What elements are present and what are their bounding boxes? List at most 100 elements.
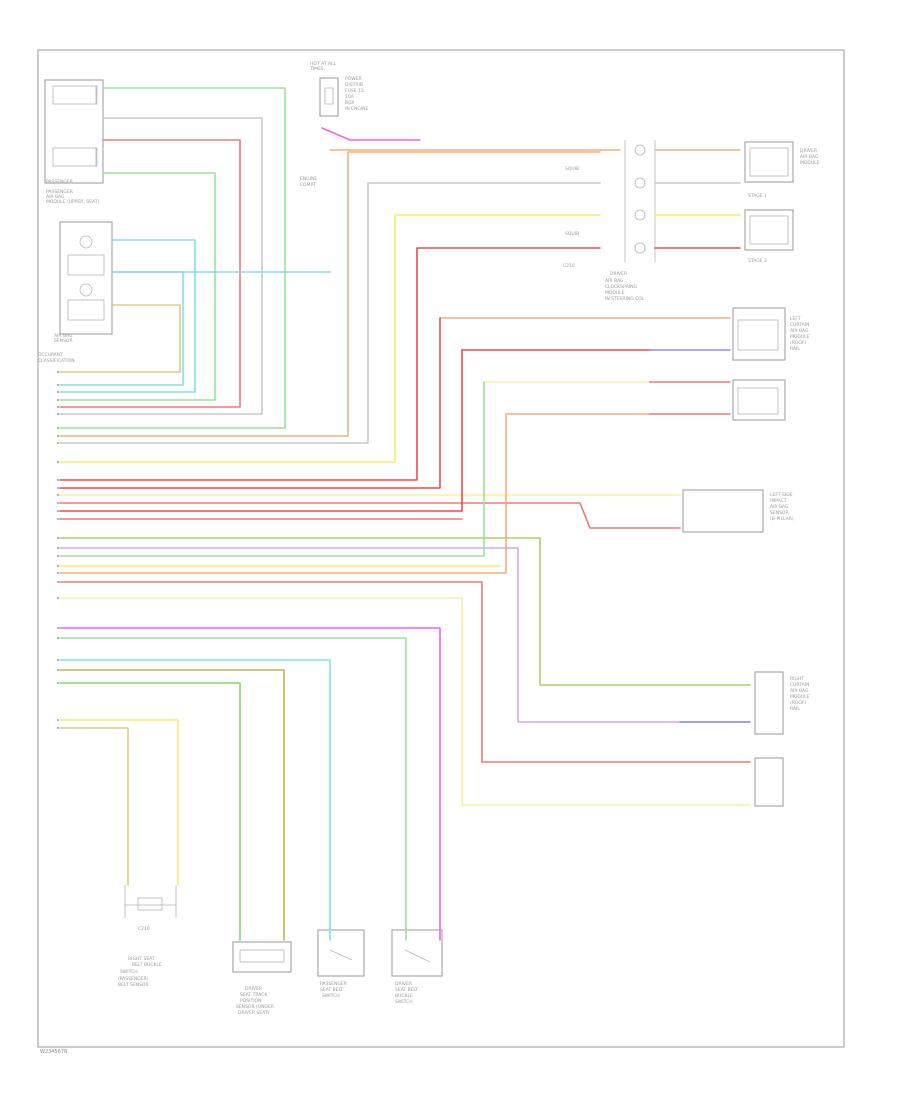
connector-pin <box>57 627 59 629</box>
svg-text:STAGE 1: STAGE 1 <box>748 193 767 199</box>
wire-orange-drv <box>59 151 601 437</box>
connector-pin <box>57 406 59 408</box>
svg-text:SENSOR (UNDER: SENSOR (UNDER <box>236 1004 274 1010</box>
connector-pin <box>57 442 59 444</box>
svg-text:DRIVER: DRIVER <box>395 981 412 987</box>
wire-lt-green-1 <box>59 87 286 429</box>
svg-text:RAIL: RAIL <box>790 346 800 352</box>
connector-pin <box>57 479 59 481</box>
wire-magenta-feed <box>321 127 421 141</box>
connector-pin <box>57 502 59 504</box>
svg-text:AIR BAG: AIR BAG <box>770 504 789 510</box>
svg-text:(ROOF): (ROOF) <box>790 700 807 706</box>
svg-text:SQUIB: SQUIB <box>565 166 579 172</box>
left-side-airbag-module <box>732 307 786 421</box>
svg-text:SENSOR: SENSOR <box>770 510 789 516</box>
svg-text:RIGHT SEAT: RIGHT SEAT <box>128 956 155 962</box>
wire-lt-blue-1 <box>59 239 196 393</box>
wire-gray-1 <box>59 117 263 415</box>
connector-pin <box>57 427 59 429</box>
fuse-block <box>319 77 339 117</box>
connector-pin <box>57 537 59 539</box>
connector-pin <box>57 637 59 639</box>
connector-pin <box>57 518 59 520</box>
svg-text:MODULE: MODULE <box>790 694 810 700</box>
svg-text:DRIVER: DRIVER <box>610 271 627 277</box>
svg-text:AIR BAG: AIR BAG <box>46 194 65 200</box>
connector-pin <box>57 565 59 567</box>
svg-text:IMPACT: IMPACT <box>770 498 787 504</box>
svg-text:IN STEERING COL: IN STEERING COL <box>605 296 645 302</box>
svg-text:SWITCH: SWITCH <box>322 993 340 999</box>
connector-pin <box>57 461 59 463</box>
wire-red-drv <box>59 247 601 481</box>
svg-text:HOT AT ALL: HOT AT ALL <box>310 61 337 67</box>
wire-lt-green-2 <box>59 172 216 401</box>
svg-text:AIR BAG: AIR BAG <box>54 333 73 339</box>
wire-pink-h3 <box>59 502 681 529</box>
svg-text:AIR BAG: AIR BAG <box>605 278 624 284</box>
svg-text:CURTAIN: CURTAIN <box>790 682 809 688</box>
svg-text:AIR BAG: AIR BAG <box>790 688 809 694</box>
connector-pin <box>57 719 59 721</box>
connector-pin <box>57 391 59 393</box>
wire-lt-blue-3 <box>59 271 184 386</box>
wire-tan-buckle <box>59 727 129 886</box>
svg-text:FUSE 15: FUSE 15 <box>345 88 364 94</box>
connector-pin <box>57 555 59 557</box>
svg-text:CLOCKSPRING: CLOCKSPRING <box>605 284 638 290</box>
passenger-airbag-module <box>44 79 104 184</box>
wire-green-b <box>59 682 241 941</box>
svg-text:10A: 10A <box>345 94 355 100</box>
connector-pin <box>57 547 59 549</box>
wire-tan-h10 <box>59 413 507 574</box>
svg-text:BELT SENSOR: BELT SENSOR <box>118 982 149 988</box>
connector-pin <box>57 494 59 496</box>
wire-pink-h11 <box>59 581 751 763</box>
svg-text:C210: C210 <box>138 926 150 932</box>
svg-text:COMPT: COMPT <box>300 182 316 188</box>
wire-gray-drv <box>59 182 601 444</box>
connector-pins <box>57 371 59 729</box>
svg-text:IN ENGINE: IN ENGINE <box>345 106 369 112</box>
connector-pin <box>57 413 59 415</box>
svg-text:CLASSIFICATION: CLASSIFICATION <box>38 358 75 364</box>
svg-text:SWITCH: SWITCH <box>120 969 138 975</box>
left-seatbelt-pretensioner <box>682 489 764 533</box>
wire-red-h1 <box>59 317 441 489</box>
wire-green-h6 <box>59 537 751 686</box>
svg-text:STAGE 2: STAGE 2 <box>748 258 767 264</box>
driver-belt-switch <box>391 929 443 977</box>
connector-pin <box>57 581 59 583</box>
svg-text:SEAT BELT: SEAT BELT <box>395 987 418 993</box>
wire-tan-1 <box>59 304 181 373</box>
svg-text:TIMES: TIMES <box>309 66 324 72</box>
connector-pin <box>57 682 59 684</box>
svg-text:DRIVER: DRIVER <box>800 148 817 154</box>
wire-lt-green-h8 <box>59 381 485 557</box>
wire-violet-h7 <box>59 547 751 723</box>
connector-pin <box>57 371 59 373</box>
connector-pin <box>57 487 59 489</box>
svg-text:DRIVER SEAT): DRIVER SEAT) <box>238 1010 270 1016</box>
wire-yellow-drv <box>59 214 601 463</box>
svg-text:MODULE (UPPER, SEAT): MODULE (UPPER, SEAT) <box>46 199 99 205</box>
svg-text:BELT BUCKLE: BELT BUCKLE <box>132 962 162 968</box>
connector-pin <box>57 669 59 671</box>
right-curtain-airbag-module <box>754 671 784 807</box>
passenger-belt-switch <box>317 929 365 977</box>
wire-lt-blue-b <box>59 659 331 941</box>
wire-yellow-buckle <box>59 719 179 886</box>
svg-text:SEAT BELT: SEAT BELT <box>320 987 343 993</box>
svg-text:RIGHT: RIGHT <box>790 676 804 682</box>
connector-pin <box>57 659 59 661</box>
footer-code: W2345678 <box>40 1049 67 1055</box>
svg-text:AIR BAG: AIR BAG <box>800 154 819 160</box>
svg-text:CURTAIN: CURTAIN <box>790 322 809 328</box>
svg-text:SWITCH: SWITCH <box>395 999 413 1005</box>
svg-text:POSITION: POSITION <box>240 998 261 1004</box>
svg-text:SEAT TRACK: SEAT TRACK <box>240 992 268 998</box>
svg-text:SENSOR: SENSOR <box>54 338 73 344</box>
wire-magenta-b <box>59 627 441 941</box>
